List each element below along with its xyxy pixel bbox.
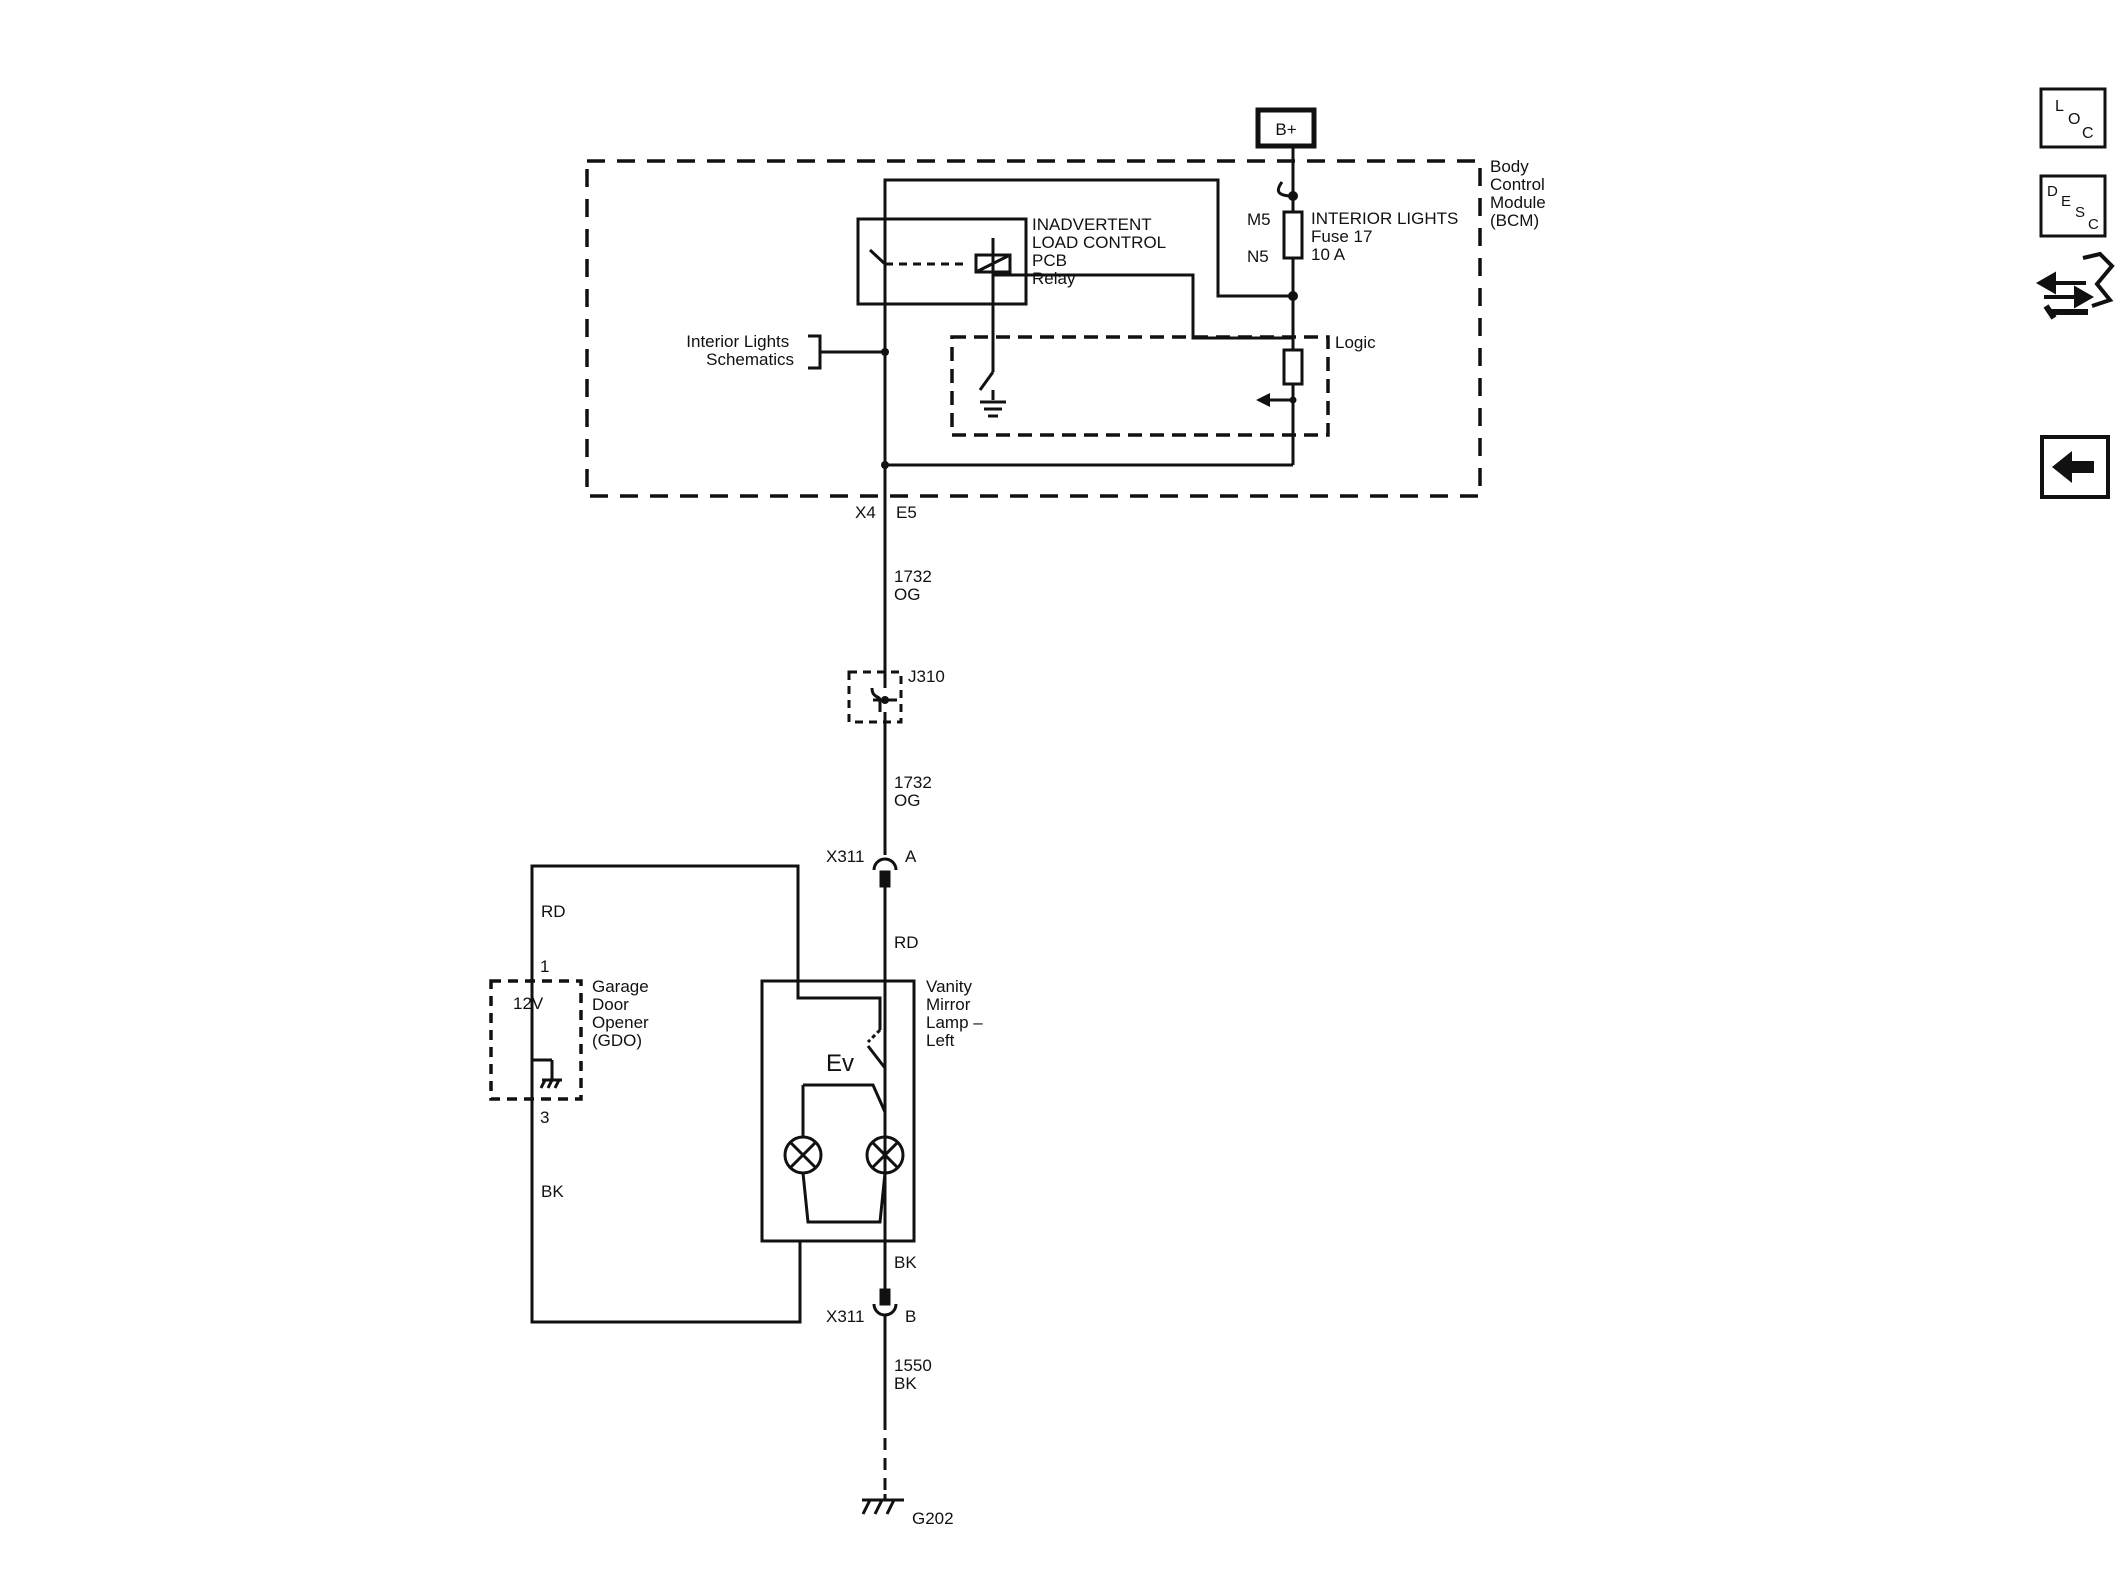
fuse-label: INTERIOR LIGHTS Fuse 17 10 A — [1311, 209, 1463, 264]
back-arrow-icon — [2052, 451, 2094, 483]
vanity-mirror-lamp — [530, 864, 916, 1322]
back-button[interactable] — [2040, 435, 2110, 499]
splice-junction — [881, 696, 889, 704]
wire-rd-label: RD — [894, 933, 919, 952]
gdo-pin-3: 3 — [540, 1108, 549, 1127]
wire-1732-og-upper: 1732 OG — [894, 567, 937, 604]
interior-lights-fuse — [1276, 146, 1304, 350]
schematics-ref-bracket — [808, 334, 885, 370]
description-button[interactable]: D E S C — [2039, 174, 2107, 238]
pin-e5: E5 — [896, 503, 917, 522]
fuse-pin-m5: M5 — [1247, 210, 1271, 229]
gdo-pin-1: 1 — [540, 957, 549, 976]
relay-label: INADVERTENT LOAD CONTROL PCB Relay — [1032, 215, 1170, 288]
svg-text:B+: B+ — [1275, 120, 1296, 139]
bcm-module-boundary — [585, 159, 1482, 498]
connector-x311-top: X311 — [826, 847, 864, 866]
svg-text:C: C — [2088, 216, 2099, 233]
connector-x4: X4 — [855, 503, 876, 522]
ground-g202-label: G202 — [912, 1509, 954, 1528]
wire-1732-og-lower: 1732 OG — [894, 773, 937, 810]
svg-text:E: E — [2061, 193, 2071, 210]
logic-label: Logic — [1335, 333, 1376, 352]
svg-text:D: D — [2047, 183, 2058, 200]
connector-x311-a — [872, 857, 898, 888]
ground-g202-icon — [861, 1494, 904, 1515]
fuse-pin-n5: N5 — [1247, 247, 1269, 266]
vanity-lamp-label: Vanity Mirror Lamp – Left — [926, 977, 987, 1050]
connector-x311-bottom: X311 — [826, 1307, 864, 1326]
wire-1550-bk: 1550 BK — [894, 1356, 937, 1393]
svg-text:C: C — [2082, 125, 2094, 142]
gdo-wire-bk-label: BK — [541, 1182, 564, 1201]
battery-positive-label: B+ — [1255, 107, 1317, 149]
logic-junction — [1289, 396, 1297, 404]
connector-x311-pin-a: A — [905, 847, 917, 866]
garage-door-opener — [489, 866, 802, 1324]
svg-text:L: L — [2055, 98, 2064, 115]
output-junction — [881, 461, 889, 469]
logic-arrow-icon — [1256, 393, 1270, 407]
bcm-label: Body Control Module (BCM) — [1490, 157, 1551, 230]
connector-tools-icon[interactable] — [2035, 251, 2115, 320]
logic-block — [950, 335, 1330, 437]
connector-x311-b — [872, 1288, 898, 1317]
gdo-12v-label: 12V — [513, 994, 544, 1013]
gdo-label: Garage Door Opener (GDO) — [592, 977, 653, 1050]
splice-j310 — [847, 670, 903, 724]
inadvertent-load-relay — [856, 217, 1028, 355]
gdo-wire-rd-label: RD — [541, 902, 566, 921]
schematics-ref-link[interactable]: Interior Lights Schematics — [686, 332, 794, 369]
svg-text:S: S — [2075, 204, 2085, 221]
svg-text:O: O — [2068, 111, 2080, 128]
ev-switch-label: Ev — [826, 1050, 854, 1077]
splice-j310-label: J310 — [908, 667, 945, 686]
connector-x311-pin-b: B — [905, 1307, 916, 1326]
wire-bk-lamp-label: BK — [894, 1253, 917, 1272]
location-button[interactable]: L O C — [2039, 87, 2107, 149]
